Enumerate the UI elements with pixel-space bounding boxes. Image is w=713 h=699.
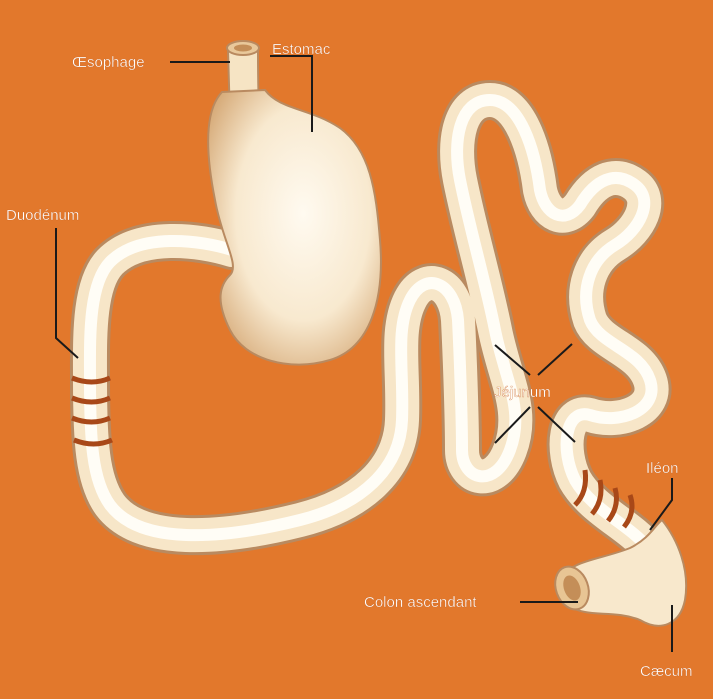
leader-jejunum-upper-right [538,344,572,375]
label-caecum: Cæcum [640,663,693,680]
label-estomac: Estomac [272,41,331,58]
leader-lines [56,56,672,652]
label-colon-ascendant: Colon ascendant [364,594,477,611]
small-intestine [90,100,652,548]
label-oesophage: Œsophage [72,54,145,71]
label-duodenum: Duodénum [6,207,79,224]
oesophagus-opening-inner [234,45,252,52]
label-jejunum: Jéjunum [494,384,551,401]
label-ileon: Iléon [646,460,679,477]
stomach [208,90,381,365]
